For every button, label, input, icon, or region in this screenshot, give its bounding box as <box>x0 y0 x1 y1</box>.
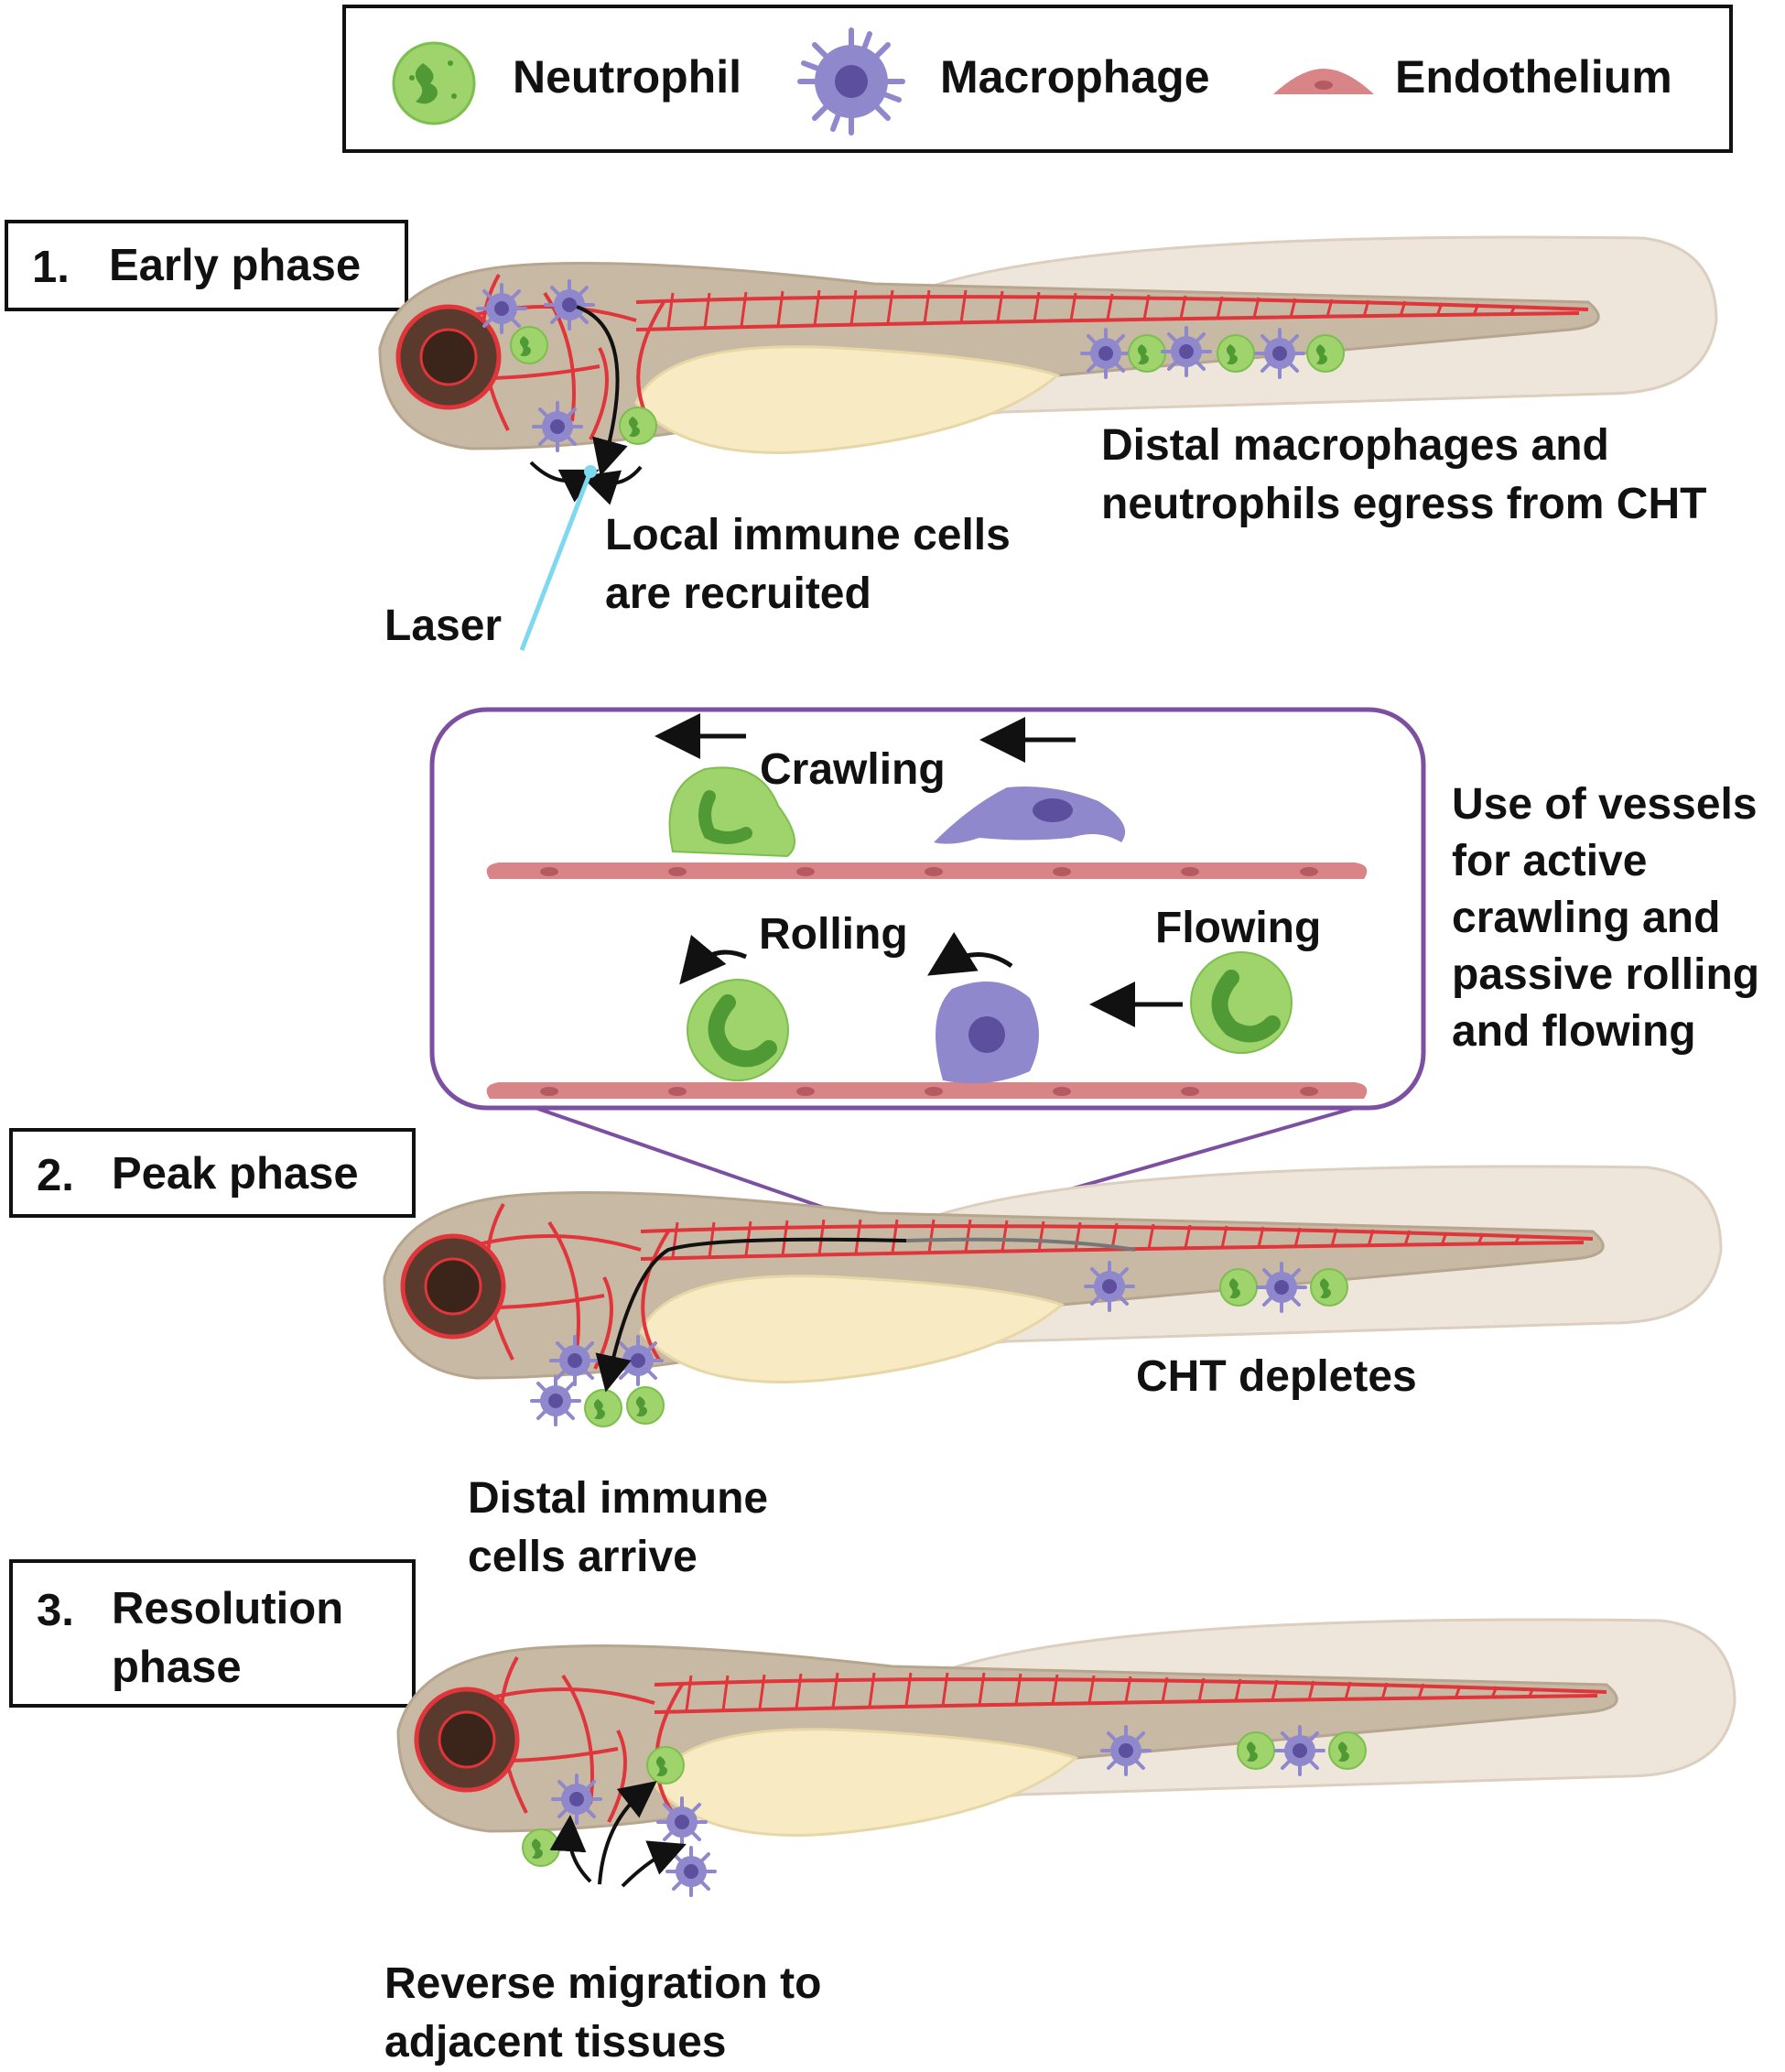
crawling-neutrophil <box>668 766 795 858</box>
laser-beam <box>519 471 593 651</box>
inset-label-crawling: Crawling <box>760 745 946 794</box>
phase-label: Peak phase <box>112 1149 359 1199</box>
flowing-neutrophil <box>1190 951 1293 1054</box>
rolling-neutrophil <box>687 979 789 1081</box>
annotation-cht-depletes: CHT depletes <box>1136 1352 1417 1401</box>
phase-box-early: 1. Early phase <box>5 220 408 311</box>
phase-box-resolution: 3. Resolution phase <box>9 1559 416 1708</box>
legend-box: Neutrophil Macrophage Endothelium <box>342 5 1733 153</box>
immune-cells-resolution <box>522 1725 1367 1897</box>
legend-label-endothelium: Endothelium <box>1395 51 1672 103</box>
phase-number: 3. <box>37 1586 74 1635</box>
annotation-reverse-migration: Reverse migration to adjacent tissues <box>384 1959 822 2067</box>
inset-label-rolling: Rolling <box>759 910 908 959</box>
endothelium-row-upper <box>486 862 1368 879</box>
annotation-local-recruited: Local immune cells are recruited <box>605 511 1011 618</box>
zebrafish-resolution <box>398 1620 1735 1835</box>
legend-icons <box>392 27 1374 136</box>
crawling-macrophage <box>934 786 1126 844</box>
phase-label: Resolution phase <box>112 1584 344 1692</box>
legend-label-macrophage: Macrophage <box>940 51 1210 103</box>
phase-box-peak: 2. Peak phase <box>9 1128 416 1218</box>
phase-number: 1. <box>32 243 70 292</box>
phase-number: 2. <box>37 1151 74 1200</box>
endothelium-row-lower <box>486 1082 1368 1099</box>
rolling-macrophage <box>936 982 1039 1084</box>
phase-label: Early phase <box>109 241 362 290</box>
annotation-distal-arrive: Distal immune cells arrive <box>468 1474 769 1581</box>
endothelium-icon <box>1273 69 1374 94</box>
annotation-vessels-use: Use of vessels for active crawling and p… <box>1452 780 1760 1056</box>
neutrophil-icon <box>392 41 476 125</box>
legend-label-neutrophil: Neutrophil <box>513 51 741 103</box>
macrophage-icon <box>797 27 905 136</box>
immune-cells-peak <box>530 1237 1348 1427</box>
inset-label-flowing: Flowing <box>1155 904 1322 952</box>
immune-cells-early <box>476 279 1345 505</box>
vessel-inset <box>429 707 1426 1244</box>
annotation-distal-egress: Distal macrophages and neutrophils egres… <box>1101 421 1707 528</box>
annotation-laser: Laser <box>384 602 503 650</box>
